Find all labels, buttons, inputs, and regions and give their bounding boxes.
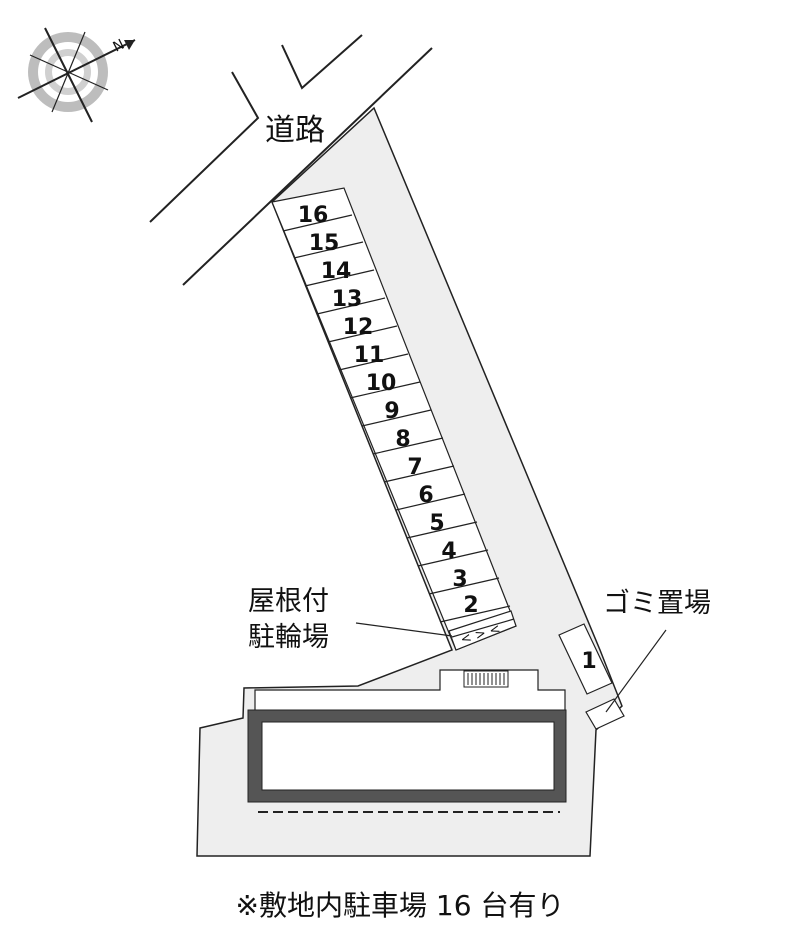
building (247, 669, 567, 813)
parking-space: 14 (321, 259, 352, 284)
parking-space: 5 (429, 511, 444, 536)
parking-space: 2 (463, 593, 478, 618)
parking-strip: < > < (271, 187, 517, 651)
parking-space: 6 (418, 483, 433, 508)
garbage-area (585, 698, 625, 730)
parking-space: 8 (395, 427, 410, 452)
parking-space: 16 (298, 203, 329, 228)
parking-space: 15 (309, 231, 340, 256)
parking-space-1 (558, 623, 613, 695)
parking-space: 9 (384, 399, 399, 424)
parking-space: 11 (354, 343, 385, 368)
bike-parking-label: 駐輪場 (248, 622, 329, 653)
parking-space: 3 (452, 567, 467, 592)
parking-space-1-number: 1 (581, 649, 596, 674)
compass-icon: N (17, 27, 136, 123)
parking-space: 12 (343, 315, 374, 340)
parking-space: 10 (366, 371, 397, 396)
parking-space: 13 (332, 287, 363, 312)
parking-space: 7 (407, 455, 422, 480)
road (149, 34, 433, 286)
parking-space: 4 (441, 539, 456, 564)
garbage-label: ゴミ置場 (603, 588, 711, 619)
bike-parking-label: 屋根付 (248, 586, 329, 617)
footer-note: ※敷地内駐車場 16 台有り (236, 889, 565, 922)
road-label: 道路 (265, 113, 325, 148)
compass-north-label: N (111, 37, 128, 56)
parking-numbers: 16 15 14 13 12 11 10 9 8 7 6 5 4 3 2 (298, 203, 479, 618)
